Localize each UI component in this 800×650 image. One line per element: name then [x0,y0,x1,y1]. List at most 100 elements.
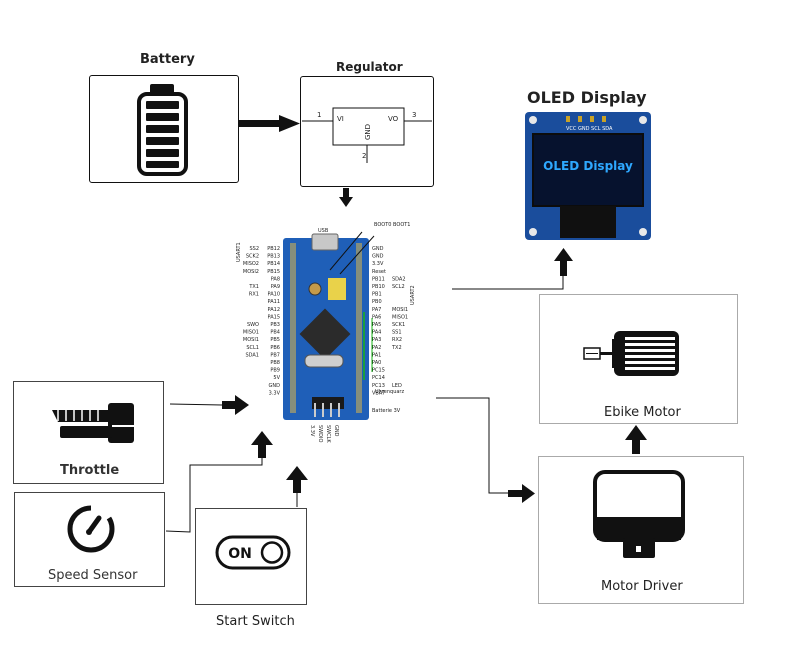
oled-pins-label: VCC GND SCL SDA [566,126,613,132]
mcu-right-pin-label: GND [372,254,384,260]
mcu-pin-labels: PB12PB13PB14PB15PA8PA9PA10PA11PA12PA15PB… [236,222,416,443]
mcu-right-func-label: SS1 [392,330,402,336]
mcu-right-pin-label: PB11 [372,276,385,282]
reg-gnd: GND [364,124,372,140]
mcu-left-pin-label: PA9 [271,284,280,290]
speed-sensor-box [14,492,165,587]
mcu-left-func-label: RX1 [249,292,259,298]
speed-sensor-label: Speed Sensor [48,568,138,583]
mcu-right-pin-label: PA4 [372,330,381,336]
mcu-right-pin-label: 3.3V [372,261,384,267]
wire-switch-to-mcu [286,466,308,507]
mcu-right-func-label: LED [392,383,402,389]
mcu-right-pin-label: PA2 [372,345,381,351]
mcu-crystal-label: Uhrenquarz [375,389,404,395]
mcu-left-func-label: SDA1 [245,352,259,358]
throttle-icon [52,403,134,443]
mcu-right-pin-label: GND [372,246,384,252]
mcu-right-pin-label: PA6 [372,314,381,320]
mcu-right-func-label: RX2 [392,337,402,343]
mcu-left-pin-label: PB15 [267,269,280,275]
mcu-battery-label: Batterie 3V [372,408,401,414]
mcu-left-pin-label: PB9 [270,368,280,374]
mcu-left-func-label: MOSI1 [243,337,259,343]
mcu-right-func-label: MISO1 [392,314,408,320]
mcu-right-pin-label: PA0 [372,360,381,366]
wire-speed-to-mcu [165,431,273,533]
mcu-left-func-label: SS2 [249,246,259,252]
mcu-bottom-pin-label: SWDIO [317,425,323,442]
mcu-left-pin-label: PB13 [267,254,280,260]
mcu-right-pin-label: PC13 [372,383,385,389]
mcu-left-func-label: SWO [247,322,259,328]
mcu-right-func-label: SCK1 [392,322,405,328]
regulator-box [300,76,434,187]
mcu-left-pin-label: PB14 [267,261,280,267]
mcu-right-func-label: MOSI1 [392,307,408,313]
mcu-left-pin-label: 5V [273,375,280,381]
oled-module: VCC GND SCL SDA OLED Display [525,112,651,240]
motor-driver-box [538,456,744,604]
mcu-bottom-header [312,397,344,417]
mcu-right-func-label: SCL2 [392,284,405,290]
mcu-right-pin-label: PA3 [372,337,381,343]
mcu-left-pin-label: PB3 [270,322,280,328]
mcu-left-pin-label: PB7 [270,352,280,358]
reg-vi: VI [337,115,344,123]
reg-pin3: 3 [412,111,416,119]
battery-label: Battery [140,52,195,67]
wire-throttle-to-mcu [169,395,249,415]
oled-screen-text: OLED Display [543,159,633,173]
regulator-schematic: 1 3 2 VI VO GND [302,107,432,163]
throttle-box [13,381,164,484]
reg-vo: VO [388,115,399,123]
ebike-motor-box [539,294,738,424]
battery-icon [137,84,188,176]
mcu-left-func-label: MOSI2 [243,269,259,275]
ebike-motor-label: Ebike Motor [604,405,681,420]
mcu-left-pin-label: PB6 [270,345,280,351]
mcu-usart1-label: USART1 [236,242,242,262]
mcu-left-pin-label: GND [269,383,281,389]
mcu-left-func-label: SCL1 [246,345,259,351]
arrow-regulator-to-mcu [339,188,353,207]
mcu-right-pin-label: Reset [372,269,386,275]
mcu-right-pin-label: PB0 [372,299,382,305]
mcu-left-pin-label: PB12 [267,246,280,252]
mcu-right-pin-label: PB10 [372,284,385,290]
throttle-label: Throttle [60,463,120,478]
motor-driver-label: Motor Driver [601,579,683,594]
ebike-motor-icon [583,331,679,376]
mcu-right-pin-label: VBAT [372,390,386,396]
mcu-usb-label: USB [318,228,329,234]
reg-pin2: 2 [362,152,366,160]
mcu-usart2-label: USART2 [410,285,416,305]
mcu-right-pin-label: PC15 [372,368,385,374]
battery-box [89,75,239,183]
mcu-right-pin-label: PB1 [372,292,382,298]
mcu-right-pin-label: PA7 [372,307,381,313]
mcu-left-pin-label: PB4 [270,330,280,336]
mcu-right-func-label: TX2 [391,345,402,351]
mcu-left-pin-label: PA11 [268,299,280,305]
mcu-left-pin-label: PA10 [268,292,280,298]
speedometer-icon [67,504,115,553]
mcu-right-func-label: SDA2 [392,276,406,282]
mcu-left-func-label: TX1 [248,284,259,290]
mcu-left-func-label: MISO2 [243,261,259,267]
mcu-boot-label: BOOT0 BOOT1 [374,222,411,228]
mcu-bottom-pin-label: GND [333,425,339,437]
mcu-right-pin-label: PA1 [372,352,381,358]
mcu-left-pin-label: 3.3V [269,390,281,396]
mcu-left-func-label: MISO1 [243,330,259,336]
wire-mcu-to-oled [452,248,573,290]
oled-label: OLED Display [527,88,647,107]
mcu-left-pin-label: PA15 [268,314,280,320]
start-switch-label: Start Switch [216,614,295,629]
switch-on-text: ON [228,546,252,562]
mcu-bottom-pin-label: SWCLK [325,425,331,443]
mcu-left-pin-label: PA12 [268,307,280,313]
switch-icon: ON [215,535,291,570]
